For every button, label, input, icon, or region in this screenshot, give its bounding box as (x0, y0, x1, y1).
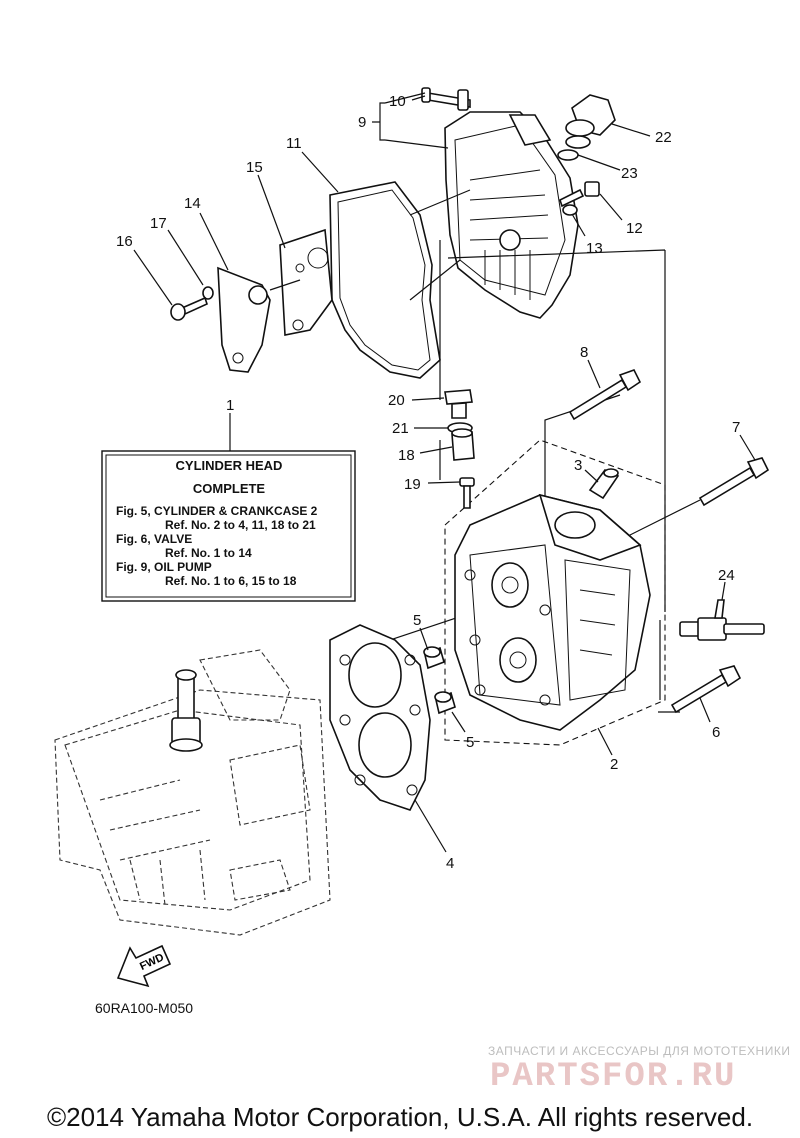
bolt-6 (670, 665, 742, 714)
head-cover (444, 111, 579, 319)
screw-19 (459, 477, 475, 509)
copyright-notice: ©2014 Yamaha Motor Corporation, U.S.A. A… (46, 1102, 754, 1132)
info-box: CYLINDER HEAD COMPLETE Fig. 5, CYLINDER … (101, 450, 356, 602)
label-21: 21 (392, 420, 409, 437)
label-3: 3 (574, 457, 582, 474)
label-6: 6 (712, 724, 720, 741)
plate-15 (279, 228, 333, 336)
label-20: 20 (388, 392, 405, 409)
watermark-brand: PARTSFOR.RU (490, 1058, 737, 1096)
label-7: 7 (732, 419, 740, 436)
label-14: 14 (184, 195, 201, 212)
label-5-upper: 5 (413, 612, 421, 629)
label-9: 9 (358, 114, 366, 131)
info-box-title-2: COMPLETE (193, 481, 266, 496)
callouts: 1 9 10 11 15 14 17 16 22 23 12 13 (116, 92, 756, 872)
figure-code: 60RA100-M050 (95, 1000, 194, 1016)
bolt-7 (698, 457, 770, 507)
label-2: 2 (610, 756, 618, 773)
crankshaft-end (169, 669, 203, 752)
spark-plug-24 (679, 599, 765, 641)
info-box-line-1: Fig. 5, CYLINDER & CRANKCASE 2 (116, 504, 318, 518)
cylinder-head (444, 439, 666, 746)
label-8: 8 (580, 344, 588, 361)
label-16: 16 (116, 233, 133, 250)
label-17: 17 (150, 215, 167, 232)
label-19: 19 (404, 476, 421, 493)
info-box-title-1: CYLINDER HEAD (176, 458, 283, 473)
bolt-16 (170, 296, 208, 321)
label-23: 23 (621, 165, 638, 182)
label-13: 13 (586, 240, 603, 257)
label-12: 12 (626, 220, 643, 237)
cover-14 (217, 266, 271, 373)
dowel-3 (588, 468, 620, 500)
bolt-8 (568, 369, 642, 421)
bolt-12 (559, 181, 600, 208)
label-24: 24 (718, 567, 735, 584)
bolt-10 (421, 87, 471, 111)
label-18: 18 (398, 447, 415, 464)
collar-18 (451, 428, 475, 461)
dowel-5b (434, 691, 456, 715)
info-box-line-6: Ref. No. 1 to 6, 15 to 18 (165, 574, 297, 588)
label-5-lower: 5 (466, 734, 474, 751)
washer-17 (202, 286, 214, 300)
label-10: 10 (389, 93, 406, 110)
label-1: 1 (226, 397, 234, 414)
washer-13 (562, 204, 578, 216)
label-4: 4 (446, 855, 454, 872)
info-box-line-2: Ref. No. 2 to 4, 11, 18 to 21 (165, 518, 316, 532)
label-11: 11 (286, 135, 302, 152)
info-box-line-3: Fig. 6, VALVE (116, 532, 192, 546)
fwd-arrow-icon: FWD (116, 944, 172, 988)
info-box-line-4: Ref. No. 1 to 14 (165, 546, 252, 560)
watermark-subtitle: ЗАПЧАСТИ И АКСЕССУАРЫ ДЛЯ МОТОТЕХНИКИ (488, 1044, 791, 1058)
dowel-5a (423, 646, 445, 670)
label-15: 15 (246, 159, 263, 176)
head-gasket-4 (329, 624, 431, 811)
o-ring-23 (557, 149, 579, 161)
gasket-11 (329, 181, 441, 379)
plug-20 (444, 389, 473, 419)
label-22: 22 (655, 129, 672, 146)
info-box-line-5: Fig. 9, OIL PUMP (116, 560, 212, 574)
oil-filler-cap (565, 94, 616, 149)
